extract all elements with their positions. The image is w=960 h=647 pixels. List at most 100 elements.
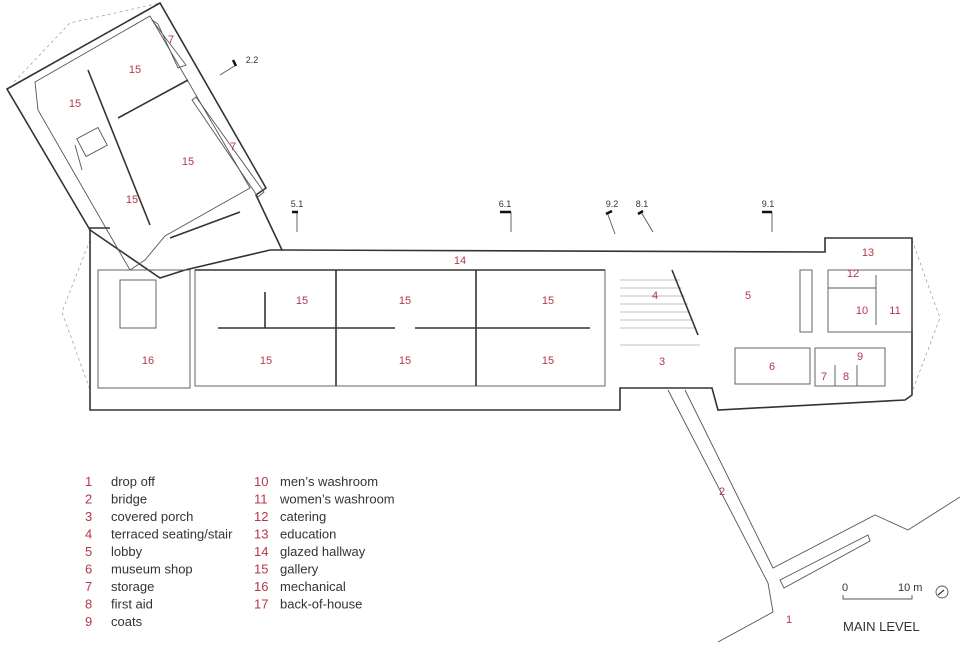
legend-label: mechanical (280, 579, 346, 594)
section-marker-label: 5.1 (291, 199, 304, 209)
room-tag-lobby: 5 (745, 290, 751, 302)
section-marker-line (640, 211, 654, 233)
scale-start-label: 0 (842, 582, 848, 594)
legend-number: 5 (85, 544, 92, 559)
room-tag-storage: 7 (168, 34, 174, 46)
north-wing-inner (34, 15, 251, 271)
level-title: MAIN LEVEL (843, 619, 920, 634)
section-marker-tick (231, 59, 238, 67)
legend-number: 1 (85, 474, 92, 489)
wall (169, 211, 241, 239)
room-tag-gallery: 15 (542, 295, 554, 307)
room-tag-bridge: 2 (719, 486, 725, 498)
wall (117, 79, 189, 119)
legend-label: gallery (280, 562, 319, 577)
legend-number: 12 (254, 509, 268, 524)
museum-shop-room (734, 347, 811, 385)
legend-number: 17 (254, 597, 268, 612)
room-tag-gallery: 15 (129, 64, 141, 76)
mechanical-room (97, 269, 191, 389)
legend-number: 16 (254, 579, 268, 594)
legend-number: 3 (85, 509, 92, 524)
legend-label: education (280, 527, 336, 542)
ramp (779, 534, 871, 589)
room-tag-museum-shop: 6 (769, 361, 775, 373)
room-tag-gallery: 15 (69, 98, 81, 110)
room-tag-covered-porch: 3 (659, 356, 665, 368)
section-marker-label: 9.2 (606, 199, 619, 209)
legend-number: 2 (85, 492, 92, 507)
legend-label: coats (111, 614, 143, 629)
room-tags: 15 15 15 15 7 7 15 15 15 15 15 15 16 14 … (69, 34, 901, 626)
legend-number: 14 (254, 544, 268, 559)
legend-label: bridge (111, 492, 147, 507)
section-marker-line (219, 64, 237, 76)
terraced-seating (620, 279, 695, 329)
section-markers: 2.2 5.1 6.1 9.2 8.1 9.1 (219, 55, 775, 235)
legend-number: 8 (85, 597, 92, 612)
room-tag-first-aid: 8 (843, 371, 849, 383)
room-tag-gallery: 15 (296, 295, 308, 307)
room-tag-coats: 9 (857, 351, 863, 363)
room-tag-gallery: 15 (260, 355, 272, 367)
scale-end-label: 10 m (898, 582, 922, 594)
section-marker-tick (637, 209, 644, 216)
legend-label: back-of-house (280, 597, 362, 612)
coats-room (814, 347, 886, 387)
legend-label: covered porch (111, 509, 193, 524)
wall (799, 269, 813, 333)
main-bar-outline (89, 227, 913, 411)
room-tag-womens-washroom: 11 (889, 305, 900, 317)
legend-number: 15 (254, 562, 268, 577)
wall (74, 144, 83, 171)
section-marker-label: 6.1 (499, 199, 512, 209)
room-tag-gallery: 15 (399, 295, 411, 307)
bridge-outline (684, 389, 960, 569)
storage-room-outline (191, 96, 265, 198)
section-marker-label: 8.1 (636, 199, 649, 209)
room-tag-education: 13 (862, 247, 874, 259)
room-tag-storage: 7 (230, 141, 236, 153)
legend-label: catering (280, 509, 326, 524)
legend-label: lobby (111, 544, 143, 559)
legend-number: 10 (254, 474, 268, 489)
washroom-block (827, 269, 913, 333)
legend-number: 11 (254, 492, 268, 507)
scale-bar: 0 10 m (842, 582, 922, 600)
legend-number: 7 (85, 579, 92, 594)
wall (671, 269, 699, 336)
legend-label: terraced seating/stair (111, 527, 233, 542)
room-tag-gallery: 15 (182, 156, 194, 168)
legend-number: 9 (85, 614, 92, 629)
room-tag-mechanical: 16 (142, 355, 154, 367)
legend-label: glazed hallway (280, 544, 366, 559)
legend-label: museum shop (111, 562, 193, 577)
section-marker-tick (605, 209, 613, 216)
section-marker-label: 9.1 (762, 199, 775, 209)
section-marker-label: 2.2 (246, 55, 259, 65)
room-tag-gallery: 15 (399, 355, 411, 367)
room-tag-storage: 7 (821, 371, 827, 383)
storage-room-outline (151, 19, 187, 69)
stair-icon (76, 126, 108, 158)
section-marker-line (606, 211, 616, 235)
room-tag-catering: 12 (847, 268, 859, 280)
site-outline-west (61, 239, 91, 391)
room-tag-glazed-hallway: 14 (454, 255, 466, 267)
room-tag-gallery: 15 (126, 194, 138, 206)
legend-label: first aid (111, 597, 153, 612)
wall (87, 69, 151, 226)
legend-number: 4 (85, 527, 92, 542)
room-tag-mens-washroom: 10 (856, 305, 868, 317)
legend-label: storage (111, 579, 154, 594)
scale-line (842, 595, 913, 600)
site-outline-east (911, 239, 941, 393)
legend-number: 13 (254, 527, 268, 542)
room-tag-gallery: 15 (542, 355, 554, 367)
north-wing-outline (5, 1, 284, 279)
bridge-outline (667, 389, 769, 584)
north-arrow-icon (935, 585, 949, 599)
drop-off-edge (717, 582, 774, 643)
